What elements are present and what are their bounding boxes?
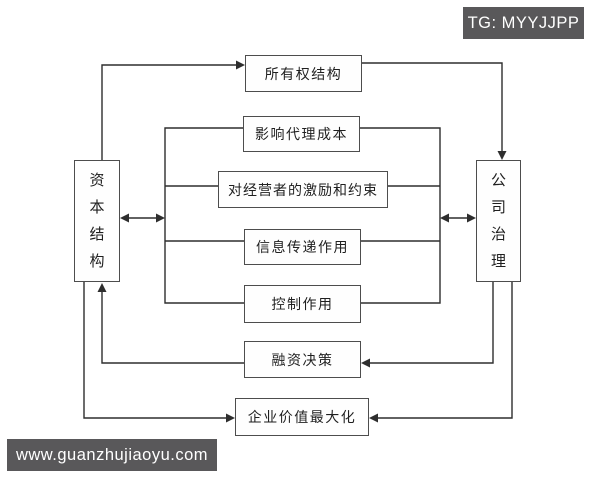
node-ownership-structure-label: 所有权结构: [264, 66, 343, 83]
node-financing-decision: 融资决策: [244, 341, 361, 378]
double-arrow-left-head-west: [120, 213, 129, 223]
watermark-site-badge: www.guanzhujiaoyu.com: [7, 439, 217, 471]
arrow-ownership-to-governance: [362, 62, 503, 151]
node-information-transfer-label: 信息传递作用: [256, 240, 349, 256]
arrowhead-right-ownership: [236, 60, 245, 70]
arrowhead-right-value: [226, 413, 235, 423]
node-corporate-governance: 公司治理: [476, 160, 521, 282]
arrow-capital-to-ownership: [101, 64, 236, 160]
watermark-telegram-badge: TG: MYYJJPP: [463, 7, 584, 39]
double-arrow-right-head-west: [440, 213, 449, 223]
node-value-maximization: 企业价值最大化: [235, 398, 369, 436]
node-capital-structure-label: 资本结构: [89, 171, 105, 270]
double-arrow-right-head-east: [467, 213, 476, 223]
node-incentive-constraint-label: 对经营者的激励和约束: [228, 182, 378, 199]
watermark-site-text: www.guanzhujiaoyu.com: [15, 445, 209, 464]
node-control-function-label: 控制作用: [271, 297, 334, 313]
node-ownership-structure: 所有权结构: [245, 55, 362, 92]
node-agency-cost-label: 影响代理成本: [255, 127, 348, 143]
arrowhead-up-capital: [97, 283, 107, 292]
node-agency-cost: 影响代理成本: [243, 116, 360, 152]
arrow-financing-to-capital: [101, 292, 244, 364]
bracket-left: [164, 127, 244, 304]
node-control-function: 控制作用: [244, 285, 361, 323]
node-value-maximization-label: 企业价值最大化: [247, 410, 357, 426]
arrowhead-left-value: [369, 413, 378, 423]
arrowhead-down-governance: [497, 151, 507, 160]
node-incentive-constraint: 对经营者的激励和约束: [218, 171, 388, 208]
bracket-right: [360, 127, 441, 304]
arrow-capital-to-value: [83, 282, 226, 419]
node-information-transfer: 信息传递作用: [244, 229, 361, 265]
watermark-telegram-text: TG: MYYJJPP: [467, 13, 580, 32]
double-arrow-left-head-east: [156, 213, 165, 223]
node-capital-structure: 资本结构: [74, 160, 120, 282]
arrow-governance-to-value: [378, 282, 513, 419]
arrow-governance-to-financing: [370, 282, 494, 364]
arrowhead-left-financing: [361, 358, 370, 368]
node-financing-decision-label: 融资决策: [271, 352, 334, 369]
node-corporate-governance-label: 公司治理: [490, 171, 506, 270]
